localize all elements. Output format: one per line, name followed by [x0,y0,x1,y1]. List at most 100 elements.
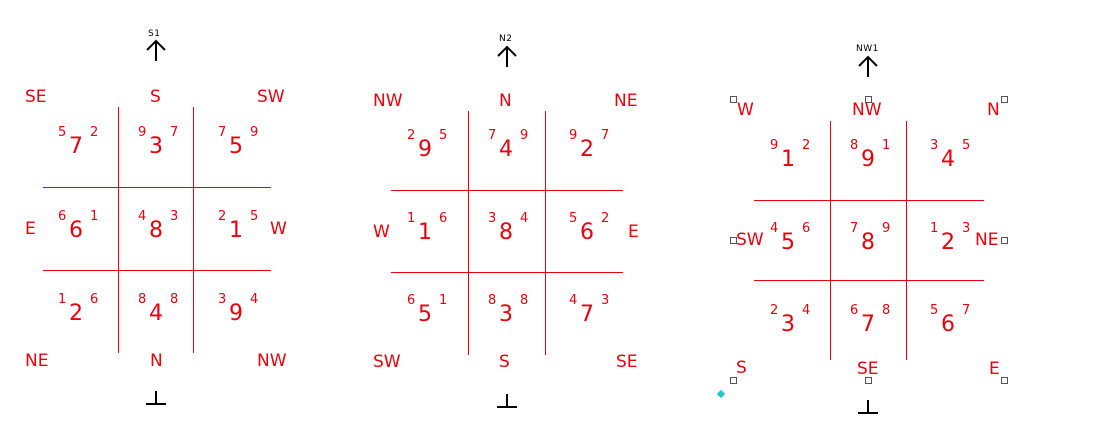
cell-star: 4 [941,147,955,172]
direction-label-bl: SW [373,352,401,372]
direction-label-bc: N [150,351,163,371]
grid-line-h1 [754,200,984,201]
direction-label-tl: SE [25,87,47,107]
cell-sup-right: 4 [250,292,259,307]
direction-label-tr: NE [614,91,638,111]
cell-star: 4 [149,301,163,326]
cell-star: 6 [69,218,83,243]
facing-label: S1 [148,29,161,39]
grid-line-h2 [43,270,271,271]
direction-label-mr: E [628,222,639,242]
base-marker-icon [146,391,166,405]
direction-label-ml: E [25,219,36,239]
cell-sup-right: 6 [802,221,811,236]
cell-star: 2 [580,137,594,162]
direction-label-br: E [989,359,1000,379]
cell-sup-left: 5 [58,125,67,140]
grip-handle[interactable] [865,96,872,103]
cell-sup-left: 8 [850,138,859,153]
cell-sup-left: 5 [569,211,578,226]
direction-label-bl: NE [25,351,49,371]
cell-sup-left: 4 [138,209,147,224]
direction-label-tl: W [737,100,754,120]
cell-sup-right: 1 [439,293,448,308]
cell-sup-left: 8 [138,292,147,307]
cell-sup-right: 4 [520,211,529,226]
grip-handle[interactable] [1001,96,1008,103]
direction-label-mr: W [270,219,287,239]
grid-line-v2 [545,111,546,355]
up-arrow-icon [497,45,517,67]
cell-star: 9 [861,147,875,172]
direction-label-tr: SW [257,87,285,107]
cell-star: 8 [149,218,163,243]
cell-sup-right: 3 [601,293,610,308]
direction-label-br: SE [616,352,638,372]
grip-handle[interactable] [730,96,737,103]
cell-star: 8 [861,230,875,255]
grip-handle[interactable] [730,237,737,244]
cell-star: 3 [149,134,163,159]
cell-sup-left: 7 [218,125,227,140]
cell-star: 2 [941,230,955,255]
grid-line-v1 [468,111,469,355]
cell-sup-right: 5 [439,128,448,143]
direction-label-bl: S [736,358,747,378]
cell-star: 4 [499,137,513,162]
grip-handle[interactable] [865,377,872,384]
cell-sup-right: 5 [962,138,971,153]
cell-sup-right: 5 [250,209,259,224]
grid-line-v2 [906,121,907,360]
cell-sup-left: 9 [569,128,578,143]
direction-label-tr: N [987,100,1000,120]
direction-label-ml: W [373,222,390,242]
grip-handle[interactable] [730,377,737,384]
cell-sup-right: 9 [250,125,259,140]
cell-star: 7 [580,302,594,327]
cell-sup-right: 1 [90,209,99,224]
cell-sup-right: 2 [90,125,99,140]
grid-line-h2 [391,272,623,273]
cell-sup-left: 2 [407,128,416,143]
up-arrow-icon [146,39,166,61]
cell-star: 1 [781,147,795,172]
grip-handle[interactable] [1001,237,1008,244]
cell-sup-left: 6 [58,209,67,224]
cell-sup-left: 1 [407,211,416,226]
grid-line-v1 [830,121,831,360]
up-arrow-icon [858,55,878,77]
cell-star: 3 [499,302,513,327]
cell-sup-left: 7 [850,221,859,236]
direction-label-br: NW [257,351,287,371]
cell-sup-right: 9 [520,128,529,143]
cell-sup-left: 3 [488,211,497,226]
direction-label-bc: SE [857,359,879,379]
cell-sup-right: 7 [601,128,610,143]
cell-sup-left: 1 [930,221,939,236]
cell-sup-left: 6 [407,293,416,308]
grip-handle[interactable] [1001,377,1008,384]
cell-sup-left: 2 [218,209,227,224]
cell-sup-right: 1 [882,138,891,153]
cell-star: 5 [418,302,432,327]
cell-star: 8 [499,220,513,245]
cell-sup-right: 2 [601,211,610,226]
direction-label-mr: NE [975,230,999,250]
grid-line-h1 [391,190,623,191]
cell-star: 6 [580,220,594,245]
cell-sup-left: 9 [770,138,779,153]
cell-star: 6 [941,312,955,337]
cell-star: 2 [69,301,83,326]
cell-sup-right: 3 [170,209,179,224]
cell-sup-left: 5 [930,303,939,318]
direction-label-tc: NW [852,100,882,120]
facing-label: N2 [499,34,513,44]
insertion-point-icon[interactable] [716,389,726,399]
cell-sup-left: 4 [569,293,578,308]
cell-sup-left: 1 [58,292,67,307]
cell-sup-left: 7 [488,128,497,143]
grid-line-v2 [193,107,194,353]
cell-sup-left: 9 [138,125,147,140]
cell-star: 9 [418,137,432,162]
